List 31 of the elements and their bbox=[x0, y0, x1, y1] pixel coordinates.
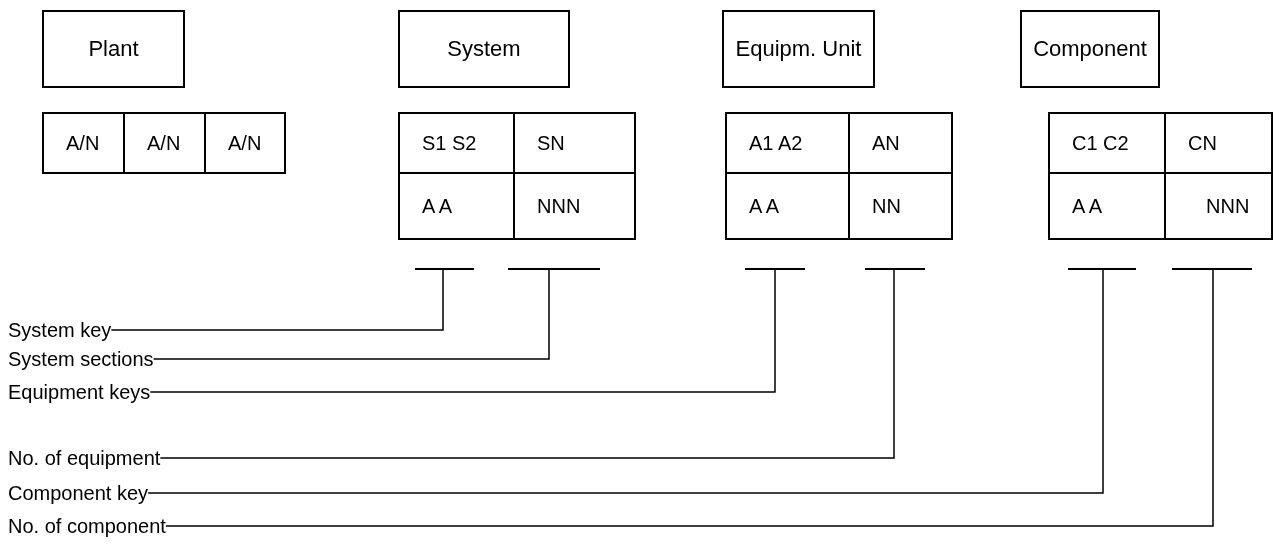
code-cell: NN bbox=[848, 172, 953, 240]
leader-line bbox=[147, 269, 1104, 494]
code-cell: C1 C2 bbox=[1048, 112, 1166, 174]
field-label: Component key bbox=[8, 481, 149, 505]
code-cell: A A bbox=[1048, 172, 1166, 240]
level-box: System bbox=[398, 10, 570, 88]
code-cell: A/N bbox=[204, 112, 286, 174]
code-cell: CN bbox=[1164, 112, 1273, 174]
field-label: System sections bbox=[8, 347, 154, 371]
leader-line bbox=[159, 269, 895, 459]
field-label: No. of component bbox=[8, 514, 166, 538]
code-cell: SN bbox=[513, 112, 636, 174]
leader-line bbox=[110, 269, 444, 331]
leader-line bbox=[165, 269, 1214, 527]
leader-line bbox=[152, 269, 550, 360]
code-cell: A1 A2 bbox=[725, 112, 850, 174]
code-cell: NNN bbox=[1164, 172, 1273, 240]
code-cell: A/N bbox=[42, 112, 125, 174]
code-cell: NNN bbox=[513, 172, 636, 240]
level-box: Equipm. Unit bbox=[722, 10, 875, 88]
code-cell: AN bbox=[848, 112, 953, 174]
leader-line bbox=[149, 269, 776, 393]
level-box: Component bbox=[1020, 10, 1160, 88]
field-label: System key bbox=[8, 318, 112, 342]
code-cell: A A bbox=[725, 172, 850, 240]
field-label: No. of equipment bbox=[8, 446, 161, 470]
code-cell: A/N bbox=[123, 112, 206, 174]
code-cell: A A bbox=[398, 172, 515, 240]
field-label: Equipment keys bbox=[8, 380, 151, 404]
code-cell: S1 S2 bbox=[398, 112, 515, 174]
level-box: Plant bbox=[42, 10, 185, 88]
